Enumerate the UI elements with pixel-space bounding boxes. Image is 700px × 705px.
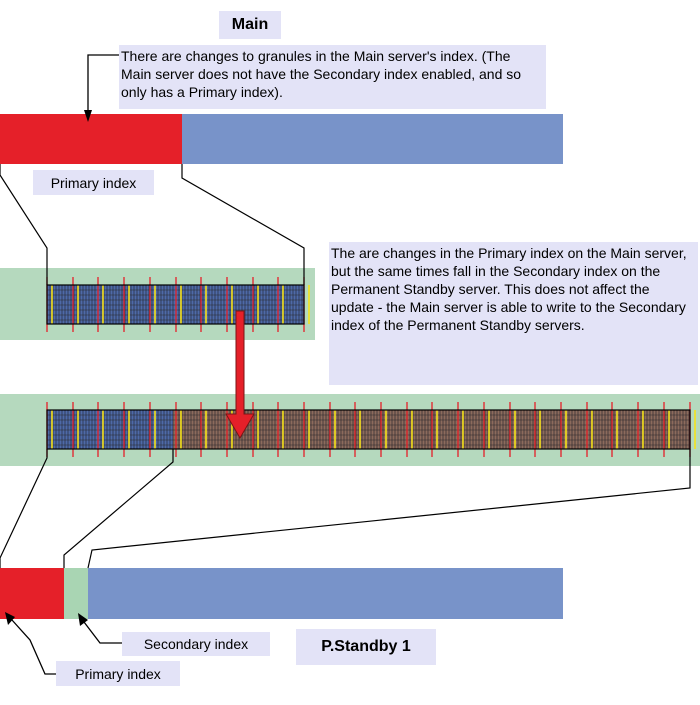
primary-index-label-standby: Primary index (56, 661, 180, 686)
callout-arrow-line (83, 621, 122, 644)
main-index-remainder-bar (182, 114, 563, 164)
main-primary-index-bar (0, 114, 182, 164)
callout-arrow-head (5, 612, 15, 625)
main-server-title: Main (219, 11, 281, 39)
secondary-index-label-standby: Secondary index (122, 632, 270, 656)
connector-line (0, 449, 48, 568)
standby-changes-note: The are changes in the Primary index on … (329, 242, 698, 385)
callout-arrow-line (11, 619, 56, 675)
connector-line (87, 449, 691, 569)
strip-outline (46, 409, 691, 450)
standby-index-remainder-bar (88, 568, 563, 619)
standby-primary-index-bar (0, 568, 64, 619)
standby-server-title: P.Standby 1 (296, 629, 436, 665)
callout-arrow-head (78, 613, 88, 626)
strip-outline (46, 284, 305, 325)
main-changes-note: There are changes to granules in the Mai… (119, 45, 546, 109)
update-flow-arrow (225, 310, 255, 439)
connector-line (63, 449, 174, 568)
standby-secondary-index-bar (64, 568, 88, 619)
callout-arrow-line (87, 54, 119, 112)
primary-index-label-main: Primary index (33, 170, 154, 195)
main-granule-strip (46, 277, 310, 332)
connector-line (181, 164, 305, 285)
connector-line (0, 164, 48, 285)
callout-arrow-head (84, 110, 92, 122)
standby-granule-strip (46, 402, 696, 457)
